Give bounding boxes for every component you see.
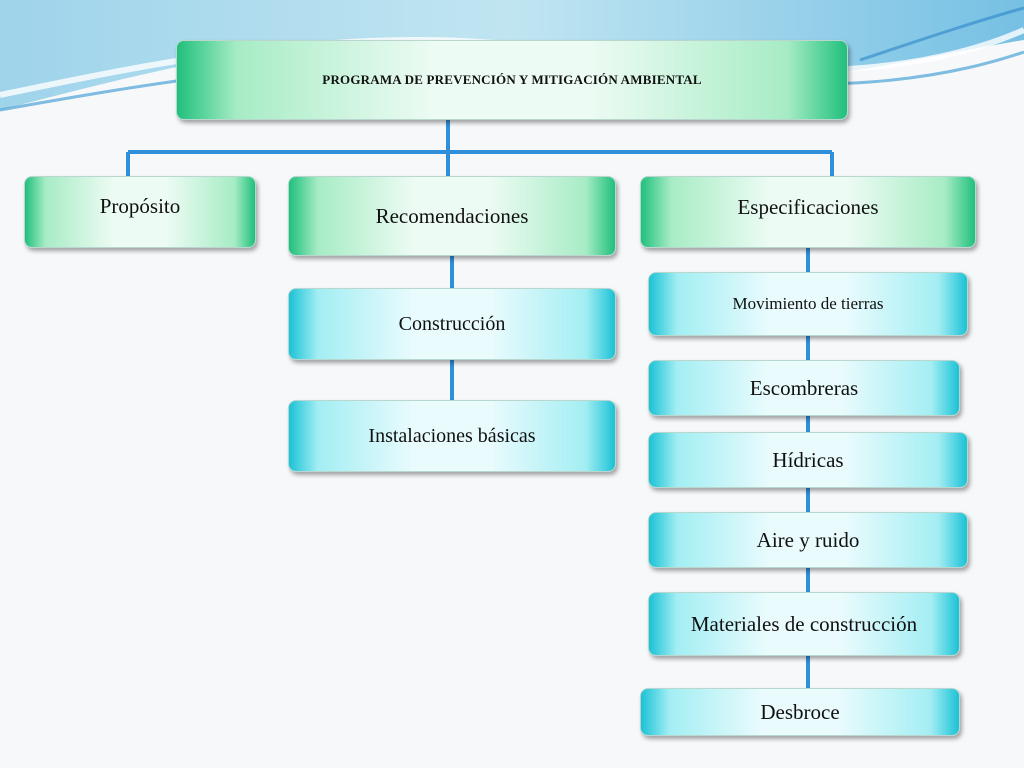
node-hidricas: Hídricas — [648, 432, 968, 488]
node-escombreras: Escombreras — [648, 360, 960, 416]
node-materiales-de-construccion-label: Materiales de construcción — [690, 611, 918, 636]
node-especificaciones: Especificaciones — [640, 176, 976, 248]
node-proposito: Propósito — [24, 176, 256, 248]
node-desbroce-label: Desbroce — [760, 699, 840, 724]
node-materiales-de-construccion: Materiales de construcción — [648, 592, 960, 656]
node-proposito-label: Propósito — [99, 193, 181, 218]
node-desbroce: Desbroce — [640, 688, 960, 736]
node-hidricas-label: Hídricas — [772, 447, 844, 472]
node-especificaciones-label: Especificaciones — [737, 194, 879, 219]
node-aire-y-ruido: Aire y ruido — [648, 512, 968, 568]
node-recomendaciones: Recomendaciones — [288, 176, 616, 256]
node-construccion: Construcción — [288, 288, 616, 360]
node-aire-y-ruido-label: Aire y ruido — [756, 527, 860, 552]
node-escombreras-label: Escombreras — [749, 375, 859, 400]
node-recomendaciones-label: Recomendaciones — [375, 203, 529, 228]
node-movimiento-de-tierras-label: Movimiento de tierras — [732, 294, 884, 313]
node-movimiento-de-tierras: Movimiento de tierras — [648, 272, 968, 336]
node-construccion-label: Construcción — [398, 312, 506, 335]
title-box: PROGRAMA DE PREVENCIÓN Y MITIGACIÓN AMBI… — [176, 40, 848, 120]
title-text: PROGRAMA DE PREVENCIÓN Y MITIGACIÓN AMBI… — [322, 72, 702, 87]
node-instalaciones-basicas-label: Instalaciones básicas — [368, 424, 536, 447]
node-instalaciones-basicas: Instalaciones básicas — [288, 400, 616, 472]
